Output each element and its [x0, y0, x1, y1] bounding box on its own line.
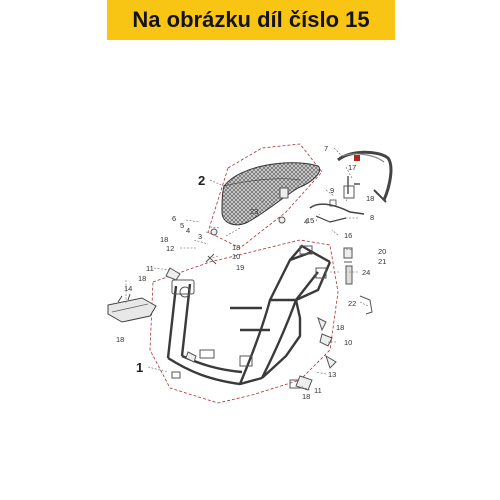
callout-15: 15	[306, 216, 314, 225]
callout-12: 12	[166, 244, 174, 253]
small-hardware	[165, 187, 373, 391]
callout-23: 23	[250, 207, 258, 216]
banner-text: Na obrázku díl číslo 15	[132, 7, 370, 32]
callout-17: 17	[348, 163, 356, 172]
leader-lines	[125, 147, 369, 391]
callout-10b: 10	[344, 338, 352, 347]
handle-mark-red	[354, 155, 360, 161]
callout-21: 21	[378, 257, 386, 266]
callout-6: 6	[172, 214, 176, 223]
seat-hinge-parts	[309, 176, 365, 223]
callout-2: 2	[198, 173, 205, 188]
callout-18d: 18	[116, 335, 124, 344]
callout-18b: 18	[232, 243, 240, 252]
callout-19: 19	[236, 263, 244, 272]
callout-18c: 18	[138, 274, 146, 283]
callout-18f: 18	[302, 392, 310, 401]
front-bracket	[107, 293, 157, 323]
scooter-frame	[166, 244, 332, 386]
callout-20: 20	[378, 247, 386, 256]
callout-7: 7	[324, 144, 328, 153]
callout-8: 8	[370, 213, 374, 222]
callout-1: 1	[136, 360, 143, 375]
callout-13: 13	[328, 370, 336, 379]
rear-grab-handle	[337, 150, 393, 203]
callout-10a: 10	[232, 252, 240, 261]
callout-18e: 18	[336, 323, 344, 332]
callout-14: 14	[124, 284, 132, 293]
frame-group-outline	[149, 239, 339, 404]
frame-details	[171, 245, 327, 389]
callout-11b: 11	[314, 386, 322, 395]
callout-22: 22	[348, 299, 356, 308]
title-banner: Na obrázku díl číslo 15	[107, 0, 395, 40]
callout-3: 3	[198, 232, 202, 241]
callout-4b: 4	[304, 217, 308, 226]
callout-18g: 18	[366, 194, 374, 203]
callout-numbers: 1 2 3 4 4 5 6 7 8 9 10 10 11 11 12 13 14…	[116, 144, 386, 401]
callout-16: 16	[344, 231, 352, 240]
callout-5: 5	[180, 221, 184, 230]
callout-18a: 18	[160, 235, 168, 244]
callout-11a: 11	[146, 264, 154, 273]
callout-4a: 4	[186, 226, 190, 235]
callout-9: 9	[330, 186, 334, 195]
callout-24: 24	[362, 268, 370, 277]
